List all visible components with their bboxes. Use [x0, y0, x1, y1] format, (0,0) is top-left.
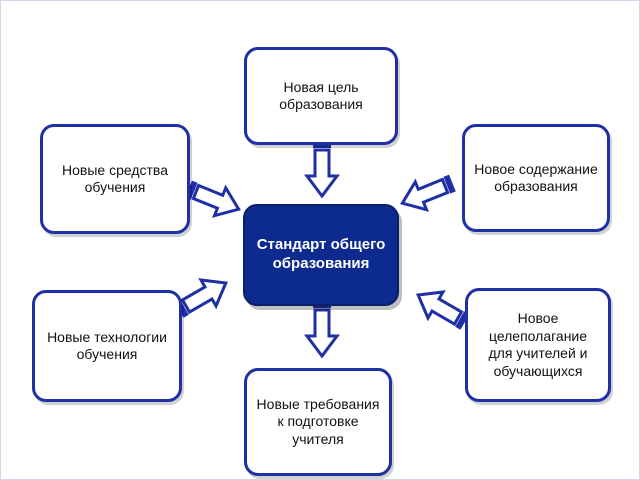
arrow-right-top-to-center [395, 170, 456, 219]
node-teacher-training-requirements-label: Новые требования к подготовке учителя [256, 395, 380, 447]
node-education-standard-label: Стандарт общего образования [256, 236, 386, 272]
node-new-goal-setting: Новое целеполагание для учителей и обуча… [465, 288, 611, 402]
node-new-technologies-label: Новые технологии обучения [47, 328, 167, 363]
arrow-left-top-to-center [185, 176, 246, 225]
node-new-goal-label: Новая цель образования [279, 78, 363, 113]
arrow-top-to-center [305, 142, 339, 198]
node-teacher-training-requirements: Новые требования к подготовке учителя [244, 368, 392, 476]
node-new-goal-setting-label: Новое целеполагание для учителей и обуча… [488, 310, 588, 379]
node-new-goal: Новая цель образования [244, 47, 398, 145]
node-education-standard: Стандарт общего образования [243, 204, 399, 306]
node-new-content: Новое содержание образования [462, 124, 610, 232]
arrow-right-bottom-to-center [409, 280, 470, 333]
node-new-learning-tools-label: Новые средства обучения [62, 161, 168, 196]
node-new-technologies: Новые технологии обучения [32, 290, 182, 402]
arrow-center-to-bottom [305, 302, 339, 358]
node-new-content-label: Новое содержание образования [474, 160, 598, 195]
node-new-learning-tools: Новые средства обучения [40, 124, 190, 234]
